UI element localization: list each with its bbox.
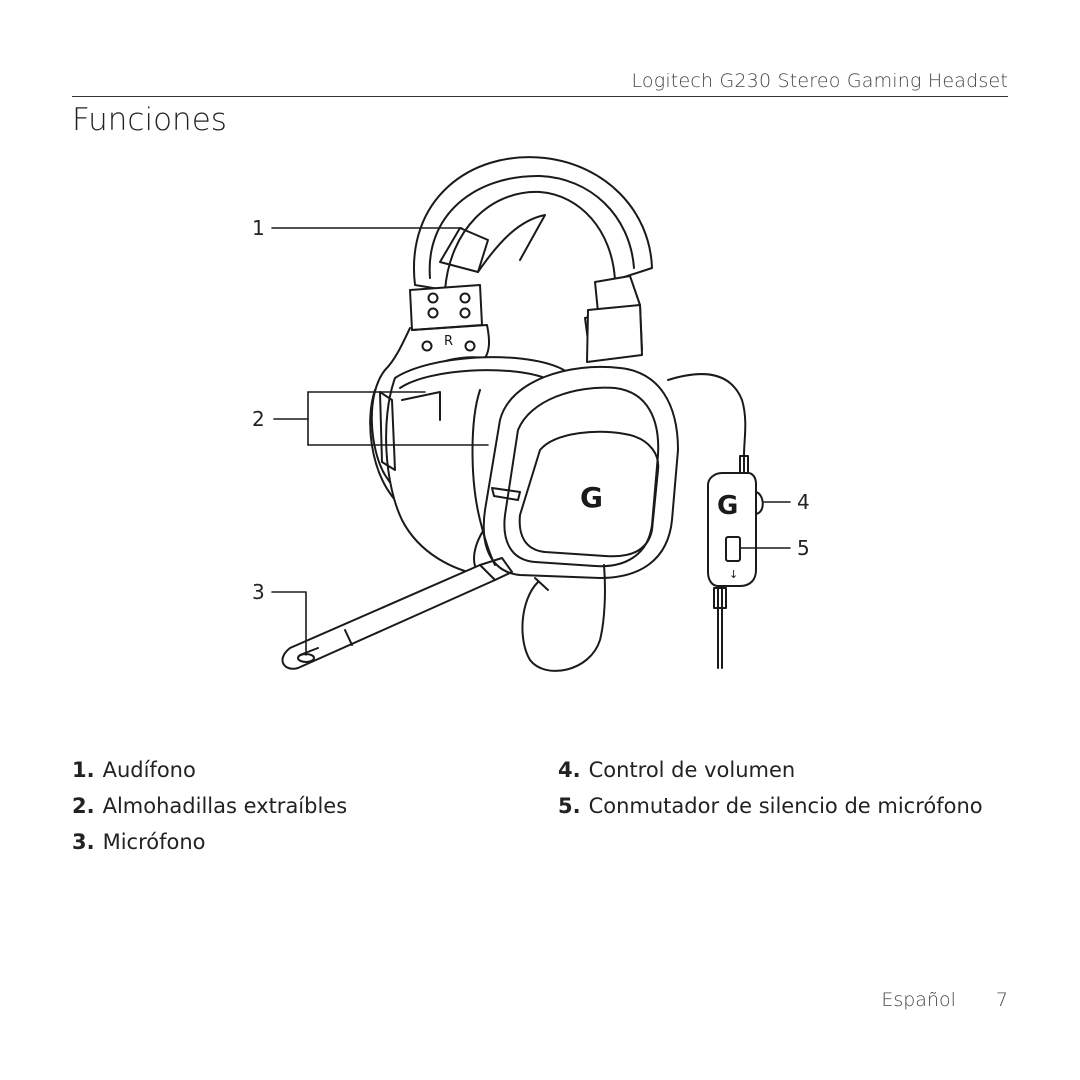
legend-text: Audífono — [102, 758, 196, 782]
legend-text: Almohadillas extraíbles — [102, 794, 348, 818]
footer-language: Español — [881, 989, 956, 1011]
legend-number: 5. — [558, 794, 581, 818]
legend-number: 1. — [72, 758, 95, 782]
right-earcup-drawing — [471, 304, 679, 579]
inline-remote-drawing — [707, 472, 764, 587]
header-rule — [72, 96, 1008, 97]
legend-text: Control de volumen — [588, 758, 796, 782]
legend-right: 4. Control de volumen 5. Conmutador de sil… — [558, 752, 983, 824]
callout-number-1: 1 — [252, 216, 265, 240]
microphone-drawing — [281, 557, 513, 670]
page-number: 7 — [995, 989, 1008, 1011]
legend-item: 5. Conmutador de silencio de micrófono — [558, 788, 983, 824]
callout-number-5: 5 — [797, 536, 810, 560]
page-title: Funciones — [72, 102, 227, 138]
remote-logo: G — [717, 491, 738, 521]
legend-number: 3. — [72, 830, 95, 854]
mic-mute-icon: ↓ — [729, 568, 738, 581]
legend-number: 2. — [72, 794, 95, 818]
legend-number: 4. — [558, 758, 581, 782]
callout-number-2: 2 — [252, 407, 265, 431]
legend-text: Micrófono — [102, 830, 206, 854]
earcup-logo: G — [580, 481, 603, 514]
legend-item: 3. Micrófono — [72, 824, 347, 860]
legend-item: 1. Audífono — [72, 752, 347, 788]
legend-item: 2. Almohadillas extraíbles — [72, 788, 347, 824]
header-title: Logitech G230 Stereo Gaming Headset — [631, 70, 1008, 92]
callout-lines — [271, 227, 791, 656]
legend-item: 4. Control de volumen — [558, 752, 983, 788]
legend-text: Conmutador de silencio de micrófono — [588, 794, 983, 818]
page-footer: Español 7 — [881, 989, 1008, 1011]
earcup-side-label: R — [444, 334, 453, 349]
callout-number-3: 3 — [252, 580, 265, 604]
legend-left: 1. Audífono 2. Almohadillas extraíbles 3. M… — [72, 752, 347, 860]
callout-number-4: 4 — [797, 490, 810, 514]
